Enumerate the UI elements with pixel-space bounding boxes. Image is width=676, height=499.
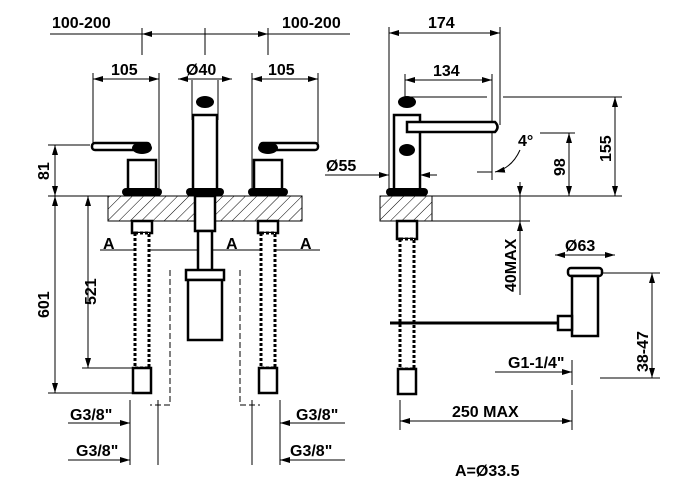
side-dimensions: 174 134 155 98 4° Ø55 40MAX Ø63 38-47 G1: [325, 15, 660, 430]
thread-upper-right-label: G3/8": [296, 407, 338, 424]
front-dimensions: 100-200 100-200 105 Ø40 105 81 601 521 A…: [36, 15, 350, 465]
base-diameter-label: Ø55: [326, 158, 356, 175]
spacing-right-label: 100-200: [282, 15, 341, 32]
deck-thickness-label: 40MAX: [503, 238, 520, 292]
total-length-label: 601: [36, 291, 53, 318]
waste-diameter-label: Ø63: [565, 238, 595, 255]
handle-left-width-label: 105: [111, 62, 138, 79]
thread-lower-right-label: G3/8": [290, 443, 332, 460]
section-mark-a-center: A: [226, 236, 238, 253]
waste-thread-label: G1-1/4": [508, 355, 565, 372]
section-mark-a-right: A: [300, 236, 312, 253]
front-view-faucet: [90, 96, 320, 406]
section-mark-a-left: A: [103, 236, 115, 253]
rod-length-label: 250 MAX: [452, 404, 519, 421]
hose-length-label: 521: [83, 278, 100, 305]
side-view-faucet: [379, 96, 604, 396]
thread-upper-left-label: G3/8": [70, 407, 112, 424]
spout-height-label: 98: [552, 158, 569, 176]
waste-height-label: 38-47: [635, 331, 652, 372]
thread-lower-left-label: G3/8": [76, 443, 118, 460]
overall-depth-label: 174: [428, 15, 455, 32]
total-height-label: 155: [598, 135, 615, 162]
countertop-section-side: [379, 195, 433, 222]
spout-angle-label: 4°: [518, 133, 533, 150]
spout-diameter-label: Ø40: [186, 62, 216, 79]
height-81-label: 81: [36, 162, 53, 180]
spout-reach-label: 134: [433, 63, 460, 80]
handle-right-width-label: 105: [268, 62, 295, 79]
section-a-note: A=Ø33.5: [455, 463, 520, 480]
spacing-left-label: 100-200: [52, 15, 111, 32]
